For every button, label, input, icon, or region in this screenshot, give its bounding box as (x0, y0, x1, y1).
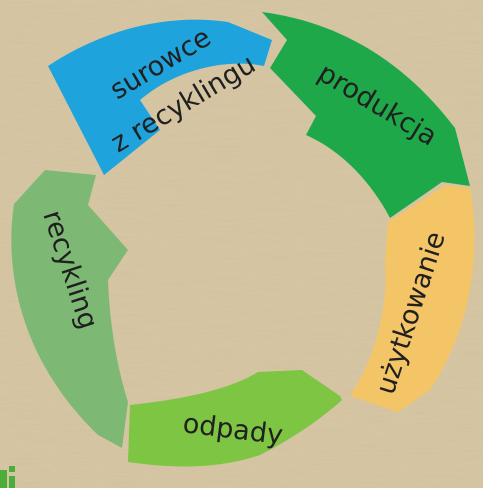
segment-shape-uzytkowanie (350, 185, 475, 412)
segment-shape-recykling (11, 170, 128, 448)
segment-recykling: recykling (11, 170, 128, 448)
segment-shape-odpady (128, 370, 342, 467)
corner-logo-mark (0, 466, 15, 488)
segment-shape-surowce-z-recyklingu (48, 19, 272, 176)
segment-uzytkowanie: użytkowanie (350, 185, 475, 412)
segment-shape-produkcja (262, 12, 470, 218)
segment-odpady: odpady (128, 370, 342, 467)
